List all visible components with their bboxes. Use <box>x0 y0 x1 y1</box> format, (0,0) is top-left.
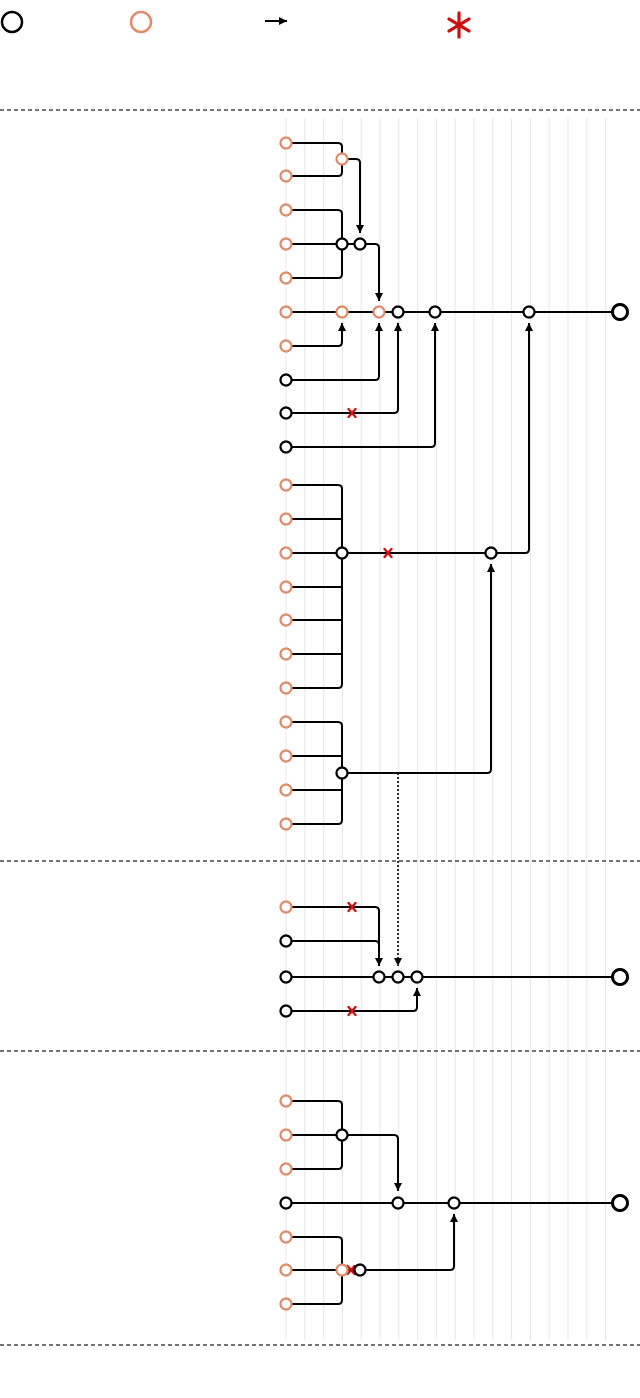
orange-node <box>335 152 349 166</box>
terminal-node <box>611 968 629 986</box>
orange-circle-icon <box>129 10 153 34</box>
terminal-node <box>611 1194 629 1212</box>
edge <box>342 158 364 233</box>
edge <box>286 940 380 966</box>
black-node <box>279 970 293 984</box>
black-node <box>279 1196 293 1210</box>
orange-node <box>279 1263 293 1277</box>
black-node <box>391 1196 405 1210</box>
edge <box>342 1134 402 1191</box>
orange-node <box>335 1263 349 1277</box>
edge <box>286 323 346 347</box>
black-node <box>353 1263 367 1277</box>
orange-node <box>279 478 293 492</box>
red-x-icon <box>347 901 357 913</box>
orange-node <box>279 1230 293 1244</box>
edge <box>360 1214 458 1271</box>
orange-node <box>335 305 349 319</box>
edge <box>286 142 343 177</box>
terminal-node <box>611 303 629 321</box>
black-node <box>279 440 293 454</box>
edge <box>286 323 383 381</box>
orange-node <box>372 305 386 319</box>
red-x-icon <box>347 407 357 419</box>
orange-node <box>279 1297 293 1311</box>
red-asterisk-icon <box>447 11 471 39</box>
legend <box>0 10 471 39</box>
edge <box>286 721 343 825</box>
orange-node <box>279 783 293 797</box>
orange-node <box>279 339 293 353</box>
orange-node <box>279 580 293 594</box>
black-node <box>279 373 293 387</box>
black-node <box>335 546 349 560</box>
black-node <box>447 1196 461 1210</box>
orange-node <box>279 203 293 217</box>
red-x-icon <box>383 547 393 559</box>
edge <box>360 243 383 301</box>
black-node <box>391 970 405 984</box>
edge <box>491 323 533 554</box>
edges <box>286 142 620 1305</box>
red-x-icon <box>347 1005 357 1017</box>
edge <box>342 564 495 774</box>
black-node <box>335 766 349 780</box>
orange-node <box>279 512 293 526</box>
black-node <box>522 305 536 319</box>
orange-node <box>279 237 293 251</box>
orange-node <box>279 271 293 285</box>
edge <box>286 323 439 448</box>
black-circle-icon <box>0 10 24 34</box>
red-x-icon <box>346 1264 356 1276</box>
nodes <box>279 136 629 1311</box>
orange-node <box>279 169 293 183</box>
edge <box>286 988 421 1012</box>
orange-node <box>279 900 293 914</box>
section-dividers <box>0 109 640 1346</box>
black-node <box>279 934 293 948</box>
black-node <box>279 406 293 420</box>
black-node <box>335 237 349 251</box>
orange-node <box>279 749 293 763</box>
black-node <box>484 546 498 560</box>
black-node <box>391 305 405 319</box>
orange-node <box>279 647 293 661</box>
red-x-marks <box>346 407 393 1276</box>
black-node <box>428 305 442 319</box>
orange-node <box>279 715 293 729</box>
orange-node <box>279 305 293 319</box>
black-node <box>279 1004 293 1018</box>
black-node <box>353 237 367 251</box>
black-node <box>372 970 386 984</box>
orange-node <box>279 681 293 695</box>
edge <box>286 906 383 966</box>
orange-node <box>279 546 293 560</box>
edge <box>286 323 402 414</box>
black-node <box>335 1128 349 1142</box>
orange-node <box>279 1162 293 1176</box>
orange-node <box>279 817 293 831</box>
orange-node <box>279 1128 293 1142</box>
orange-node <box>279 613 293 627</box>
column-grid <box>285 118 607 1340</box>
orange-node <box>279 136 293 150</box>
black-node <box>410 970 424 984</box>
orange-node <box>279 1094 293 1108</box>
